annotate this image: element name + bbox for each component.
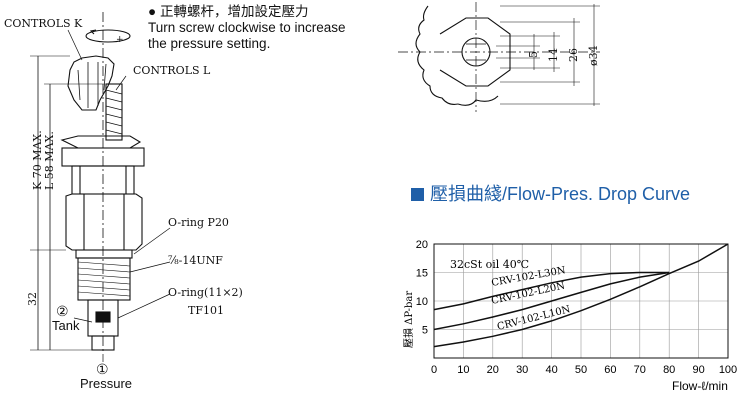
- bullet-icon: ●: [148, 4, 157, 19]
- dim-34: ø34: [587, 45, 600, 66]
- y-tick-label: 15: [416, 268, 428, 280]
- x-tick-label: 70: [634, 364, 646, 376]
- x-tick-label: 40: [545, 364, 557, 376]
- locknut: [60, 135, 142, 149]
- port1-name: Pressure: [80, 376, 132, 391]
- x-axis-label: Flow-ℓ/min: [672, 379, 728, 393]
- rotation-arrowhead-icon: [89, 29, 97, 35]
- title-square-icon: [411, 188, 424, 201]
- note-zh: 正轉螺杆，增加設定壓力: [160, 4, 309, 19]
- adjusting-screw-l: [105, 83, 123, 141]
- pressure-setting-note: ●正轉螺杆，增加設定壓力 Turn screw clockwise to inc…: [148, 4, 346, 52]
- dim-14: 14: [547, 48, 560, 62]
- x-tick-label: 20: [487, 364, 499, 376]
- x-tick-label: 10: [457, 364, 469, 376]
- series-line-1: [433, 271, 670, 311]
- rotation-plus: +: [116, 35, 124, 45]
- x-tick-label: 80: [663, 364, 675, 376]
- note-en-line1: Turn screw clockwise to increase: [148, 20, 346, 35]
- tank-port: [95, 311, 111, 323]
- x-tick-label: 90: [692, 364, 704, 376]
- nose: [91, 335, 115, 351]
- hex-body: [65, 193, 143, 251]
- y-tick-label: 10: [416, 296, 428, 308]
- label-oring-p20: O-ring P20: [168, 216, 229, 229]
- top-view-drawing: [398, 2, 600, 112]
- label-oring-11x2: O-ring(11×2): [168, 286, 243, 299]
- dim-32: 32: [26, 292, 39, 306]
- label-tf101: TF101: [188, 304, 224, 317]
- x-tick-label: 100: [719, 364, 737, 376]
- dim-5: 5: [527, 51, 540, 58]
- x-tick-label: 50: [575, 364, 587, 376]
- label-thread: ⅞-14UNF: [168, 254, 223, 267]
- port1-number: ①: [96, 361, 109, 377]
- rotation-arrow-icon: [85, 29, 131, 43]
- y-tick-label: 20: [416, 239, 428, 251]
- valve-cartridge-drawing: [30, 12, 171, 362]
- knob-k: [67, 55, 115, 111]
- note-en-line2: the pressure setting.: [148, 36, 271, 51]
- knurled-knob-edge: [415, 5, 459, 105]
- x-tick-label: 60: [604, 364, 616, 376]
- dim-k-max: K 70 MAX.: [31, 130, 44, 190]
- flow-pressure-chart: 0 10 20 30 40 50 60 70 80 90 100 5 10 15 20 壓損 ΔP-barFl…: [402, 239, 737, 393]
- label-controls-l: CONTROLS L: [133, 64, 211, 77]
- dim-l-max: L 58 MAX.: [43, 131, 56, 190]
- x-tick-label: 0: [431, 364, 437, 376]
- label-controls-k: CONTROLS K: [4, 17, 83, 30]
- plot-frame: [433, 243, 729, 359]
- oring-p20-groove: [75, 249, 133, 259]
- y-axis-label: 壓損 ΔP-bar: [402, 291, 415, 348]
- y-tick-label: 5: [422, 325, 428, 337]
- series-line-2: [433, 271, 670, 331]
- series-line-3: [433, 243, 729, 348]
- chart-title: 壓損曲綫/Flow-Pres. Drop Curve: [411, 180, 690, 206]
- oil-annotation: 32cSt oil 40℃: [450, 258, 529, 271]
- port2-name: Tank: [52, 318, 80, 333]
- x-tick-label: 30: [516, 364, 528, 376]
- dim-26: 26: [567, 48, 580, 62]
- port2-number: ②: [56, 303, 69, 319]
